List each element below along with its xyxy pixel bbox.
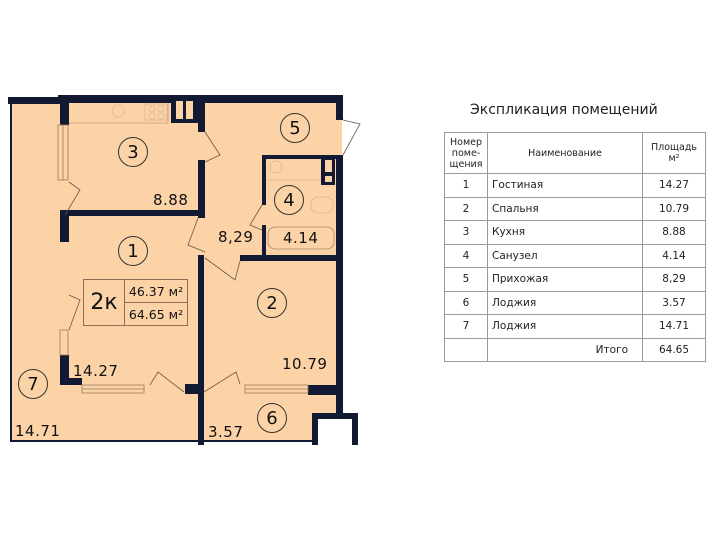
room-area-2: 10.79: [282, 355, 328, 373]
row-name: Лоджия: [487, 290, 643, 315]
row-number: 2: [444, 196, 488, 221]
row-area: 3.57: [642, 290, 706, 315]
room-number-2: 2: [257, 288, 287, 318]
row-area: 14.71: [642, 314, 706, 339]
room-number-1: 1: [118, 236, 148, 266]
row-name: Санузел: [487, 243, 643, 268]
apartment-type: 2к: [84, 280, 125, 325]
row-area: 8,29: [642, 267, 706, 292]
room-area-6: 3.57: [208, 423, 244, 441]
room-number-4: 4: [274, 185, 304, 215]
row-name: Гостиная: [487, 173, 643, 198]
row-name: Кухня: [487, 220, 643, 245]
room-number-5: 5: [280, 113, 310, 143]
total-value: 64.65: [642, 337, 706, 362]
room-number-6: 6: [257, 403, 287, 433]
header-name: Наименование: [487, 132, 643, 174]
row-number: 4: [444, 243, 488, 268]
explication-table: Номер поме-щения Наименование Площадь м²…: [444, 132, 706, 362]
room-area-5: 8,29: [218, 228, 254, 246]
row-name: Лоджия: [487, 314, 643, 339]
total-label: Итого: [487, 337, 643, 362]
room-number-7: 7: [18, 369, 48, 399]
living-area: 46.37 м²: [125, 280, 187, 303]
row-name: Спальня: [487, 196, 643, 221]
total-area: 64.65 м²: [128, 306, 184, 322]
room-area-1: 14.27: [73, 362, 119, 380]
table-header-row: Номер поме-щения Наименование Площадь м²: [444, 132, 706, 174]
room-number-3: 3: [118, 137, 148, 167]
row-area: 10.79: [642, 196, 706, 221]
room-area-4: 4.14: [283, 229, 319, 247]
row-number: 6: [444, 290, 488, 315]
row-number: 1: [444, 173, 488, 198]
row-area: 4.14: [642, 243, 706, 268]
room-area-7: 14.71: [15, 422, 61, 440]
row-area: 14.27: [642, 173, 706, 198]
row-name: Прихожая: [487, 267, 643, 292]
row-number: 3: [444, 220, 488, 245]
row-area: 8.88: [642, 220, 706, 245]
header-area: Площадь м²: [642, 132, 706, 174]
room-area-3: 8.88: [153, 191, 189, 209]
row-number: 5: [444, 267, 488, 292]
row-number: 7: [444, 314, 488, 339]
explication-title: Экспликация помещений: [470, 102, 658, 118]
header-number: Номер поме-щения: [444, 132, 488, 174]
apartment-summary-badge: 2к 46.37 м² 64.65 м²: [83, 279, 188, 326]
